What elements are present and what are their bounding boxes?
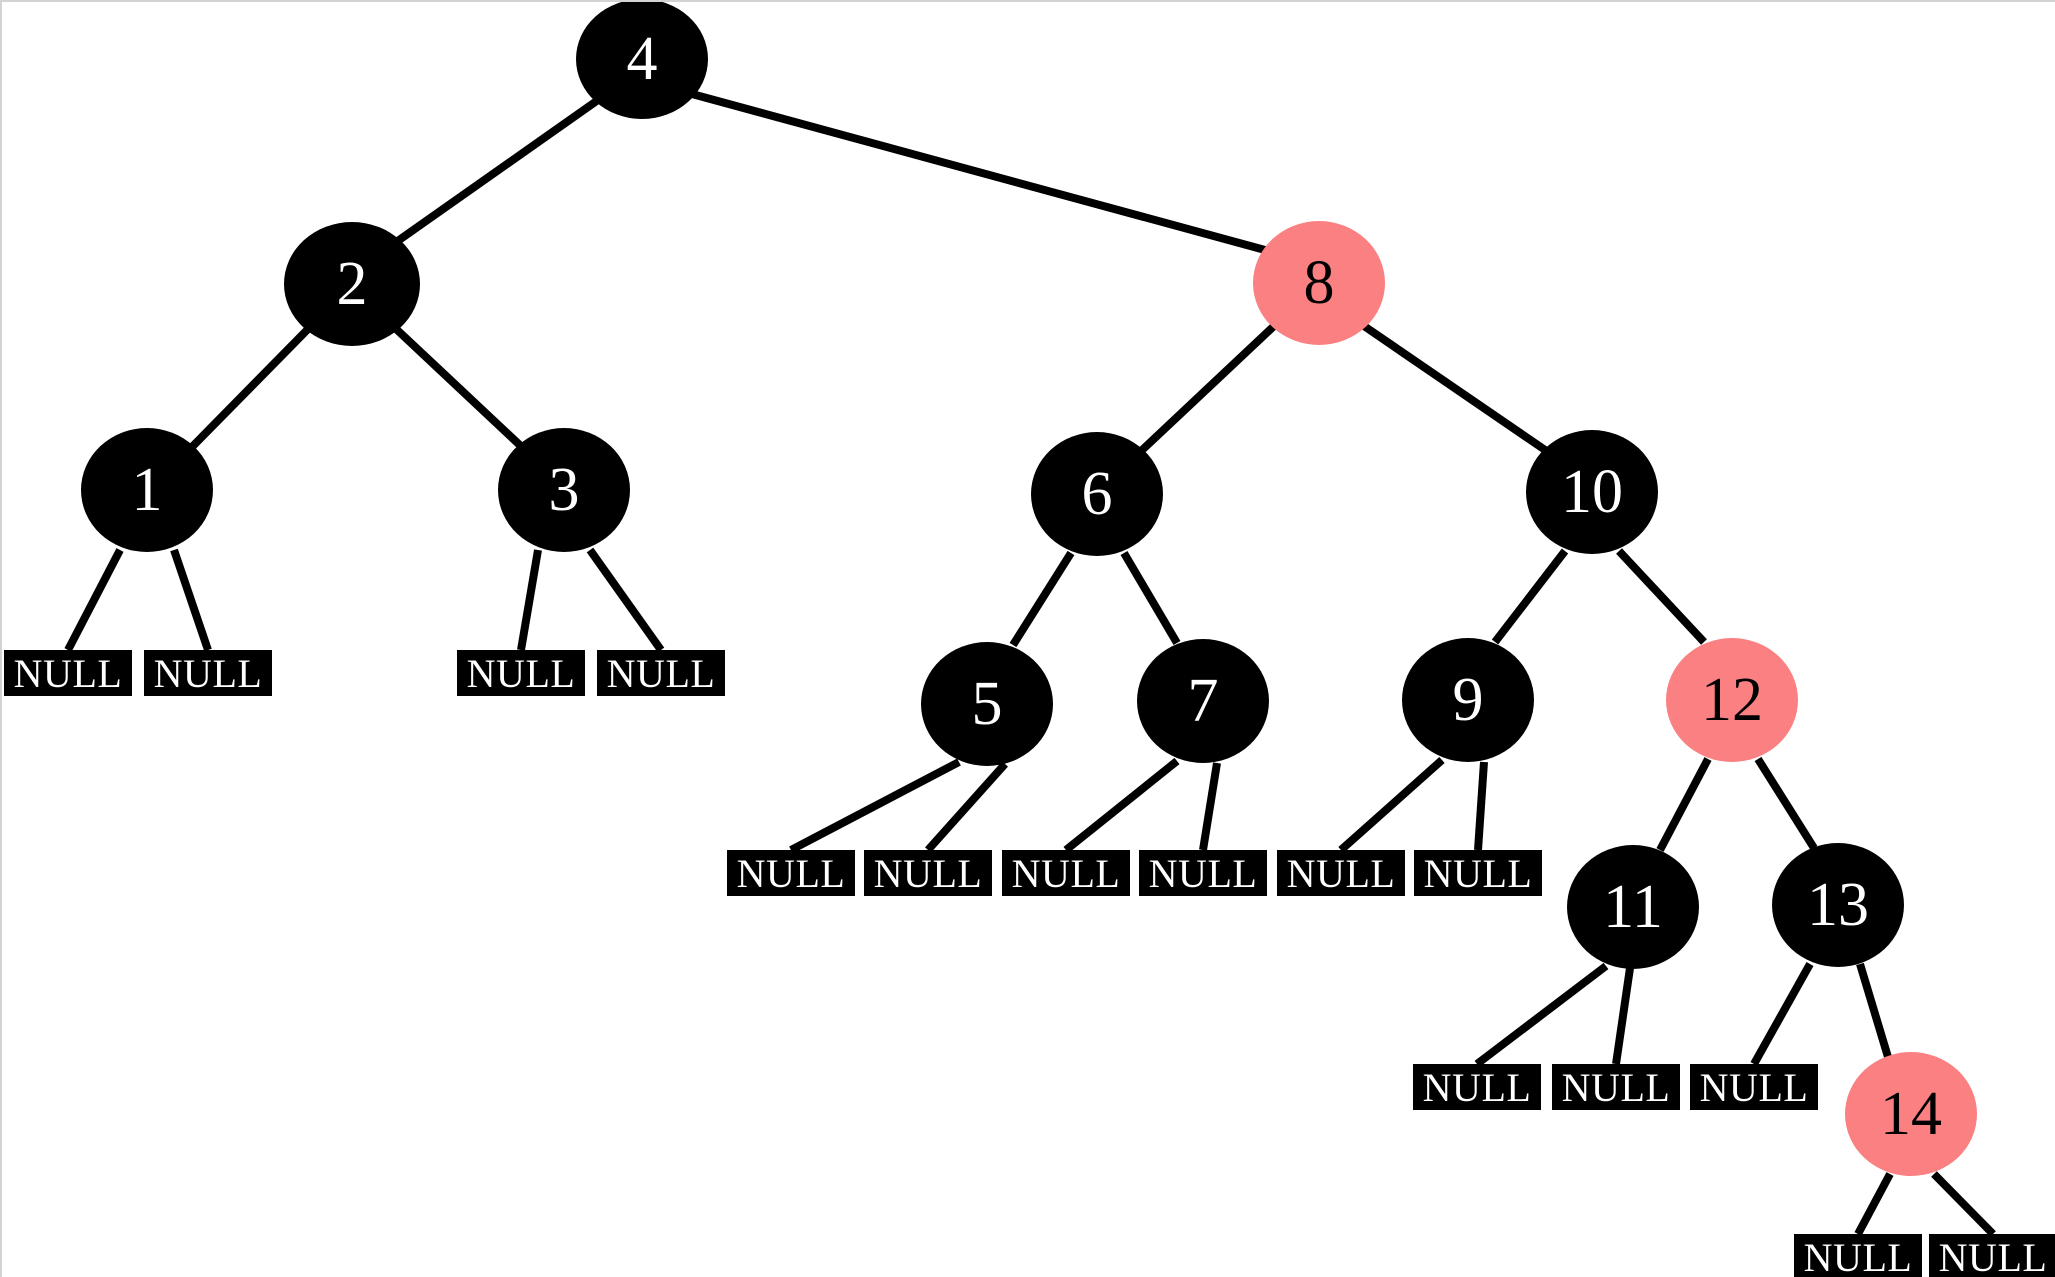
tree-edge xyxy=(690,90,1267,254)
tree-edge xyxy=(1474,761,1488,851)
tree-node-10[interactable]: 10 xyxy=(1526,430,1658,554)
tree-node-label: 2 xyxy=(336,250,368,318)
tree-edge xyxy=(187,324,313,452)
tree-edge xyxy=(1338,757,1445,853)
null-leaf-label: NULL xyxy=(606,650,716,696)
null-leaf: NULL xyxy=(1552,1064,1680,1110)
tree-node-label: 8 xyxy=(1303,249,1335,317)
tree-node-9[interactable]: 9 xyxy=(1402,638,1534,762)
null-leaf-label: NULL xyxy=(466,650,576,696)
tree-node-label: 5 xyxy=(971,670,1003,738)
tree-edge xyxy=(170,548,212,652)
tree-node-13[interactable]: 13 xyxy=(1772,843,1904,967)
null-leaf: NULL xyxy=(727,850,855,896)
tree-edge xyxy=(1474,962,1609,1068)
tree-node-label: 11 xyxy=(1603,873,1663,941)
tree-node-label: 3 xyxy=(548,456,580,524)
tree-edge xyxy=(517,549,542,651)
tree-edge xyxy=(1616,548,1707,645)
null-leaf: NULL xyxy=(1929,1234,2055,1277)
null-leaf-label: NULL xyxy=(13,650,123,696)
null-leaf: NULL xyxy=(4,650,132,696)
null-leaf: NULL xyxy=(1002,850,1130,896)
null-leaf-label: NULL xyxy=(873,850,983,896)
tree-edge xyxy=(1063,757,1180,854)
null-leaf: NULL xyxy=(597,650,725,696)
tree-node-label: 10 xyxy=(1561,458,1623,526)
tree-edge xyxy=(1750,962,1814,1066)
tree-node-label: 1 xyxy=(131,456,163,524)
tree-edge xyxy=(1931,1171,1996,1237)
tree-edge xyxy=(1656,757,1712,852)
null-leaf-label: NULL xyxy=(1699,1064,1809,1110)
tree-node-3[interactable]: 3 xyxy=(498,428,630,552)
tree-edge xyxy=(789,758,961,854)
tree-node-label: 9 xyxy=(1452,666,1484,734)
null-leaf: NULL xyxy=(1139,850,1267,896)
null-leaf-label: NULL xyxy=(1803,1234,1913,1277)
null-leaf-label: NULL xyxy=(1422,1064,1532,1110)
null-leaf: NULL xyxy=(457,650,585,696)
null-leaf: NULL xyxy=(144,650,272,696)
tree-node-label: 13 xyxy=(1807,871,1869,939)
null-leaf: NULL xyxy=(864,850,992,896)
null-leaf-label: NULL xyxy=(736,850,846,896)
null-leaf: NULL xyxy=(1414,850,1542,896)
tree-edge xyxy=(1612,967,1634,1065)
tree-node-12[interactable]: 12 xyxy=(1666,638,1798,762)
tree-edge xyxy=(391,324,527,452)
null-leaf: NULL xyxy=(1413,1064,1541,1110)
null-leaf-label: NULL xyxy=(1148,850,1258,896)
tree-node-14[interactable]: 14 xyxy=(1845,1052,1977,1176)
tree-edge xyxy=(64,548,124,652)
tree-edge xyxy=(1009,550,1075,648)
tree-node-8[interactable]: 8 xyxy=(1253,221,1385,345)
tree-edge xyxy=(1120,550,1181,646)
null-leaf: NULL xyxy=(1690,1064,1818,1110)
tree-edge xyxy=(925,761,1008,853)
tree-node-label: 6 xyxy=(1081,460,1113,528)
null-leaf-label: NULL xyxy=(1286,850,1396,896)
tree-edge xyxy=(1491,548,1569,645)
null-leaf-label: NULL xyxy=(1938,1234,2048,1277)
null-leaf: NULL xyxy=(1277,850,1405,896)
tree-edge xyxy=(1854,1172,1894,1236)
tree-node-label: 7 xyxy=(1187,667,1219,735)
tree-node-label: 12 xyxy=(1701,666,1763,734)
null-leaf-label: NULL xyxy=(153,650,263,696)
tree-node-1[interactable]: 1 xyxy=(81,428,213,552)
null-leaf-label: NULL xyxy=(1561,1064,1671,1110)
null-leaf-label: NULL xyxy=(1011,850,1121,896)
null-leaf: NULL xyxy=(1794,1234,1922,1277)
tree-edge xyxy=(1856,962,1892,1059)
tree-edge xyxy=(586,547,665,653)
tree-edge xyxy=(389,96,601,249)
tree-node-label: 4 xyxy=(626,25,658,93)
tree-edge xyxy=(1199,762,1221,851)
tree-node-5[interactable]: 5 xyxy=(921,642,1053,766)
tree-edge xyxy=(1137,323,1277,455)
tree-node-7[interactable]: 7 xyxy=(1137,639,1269,763)
tree-node-6[interactable]: 6 xyxy=(1031,432,1163,556)
null-leaf-label: NULL xyxy=(1423,850,1533,896)
tree-edge xyxy=(1754,756,1818,851)
tree-node-label: 14 xyxy=(1880,1080,1942,1148)
tree-edge xyxy=(1361,322,1551,456)
tree-node-11[interactable]: 11 xyxy=(1567,845,1699,969)
tree-node-2[interactable]: 2 xyxy=(284,222,420,346)
tree-node-4[interactable]: 4 xyxy=(576,2,708,119)
